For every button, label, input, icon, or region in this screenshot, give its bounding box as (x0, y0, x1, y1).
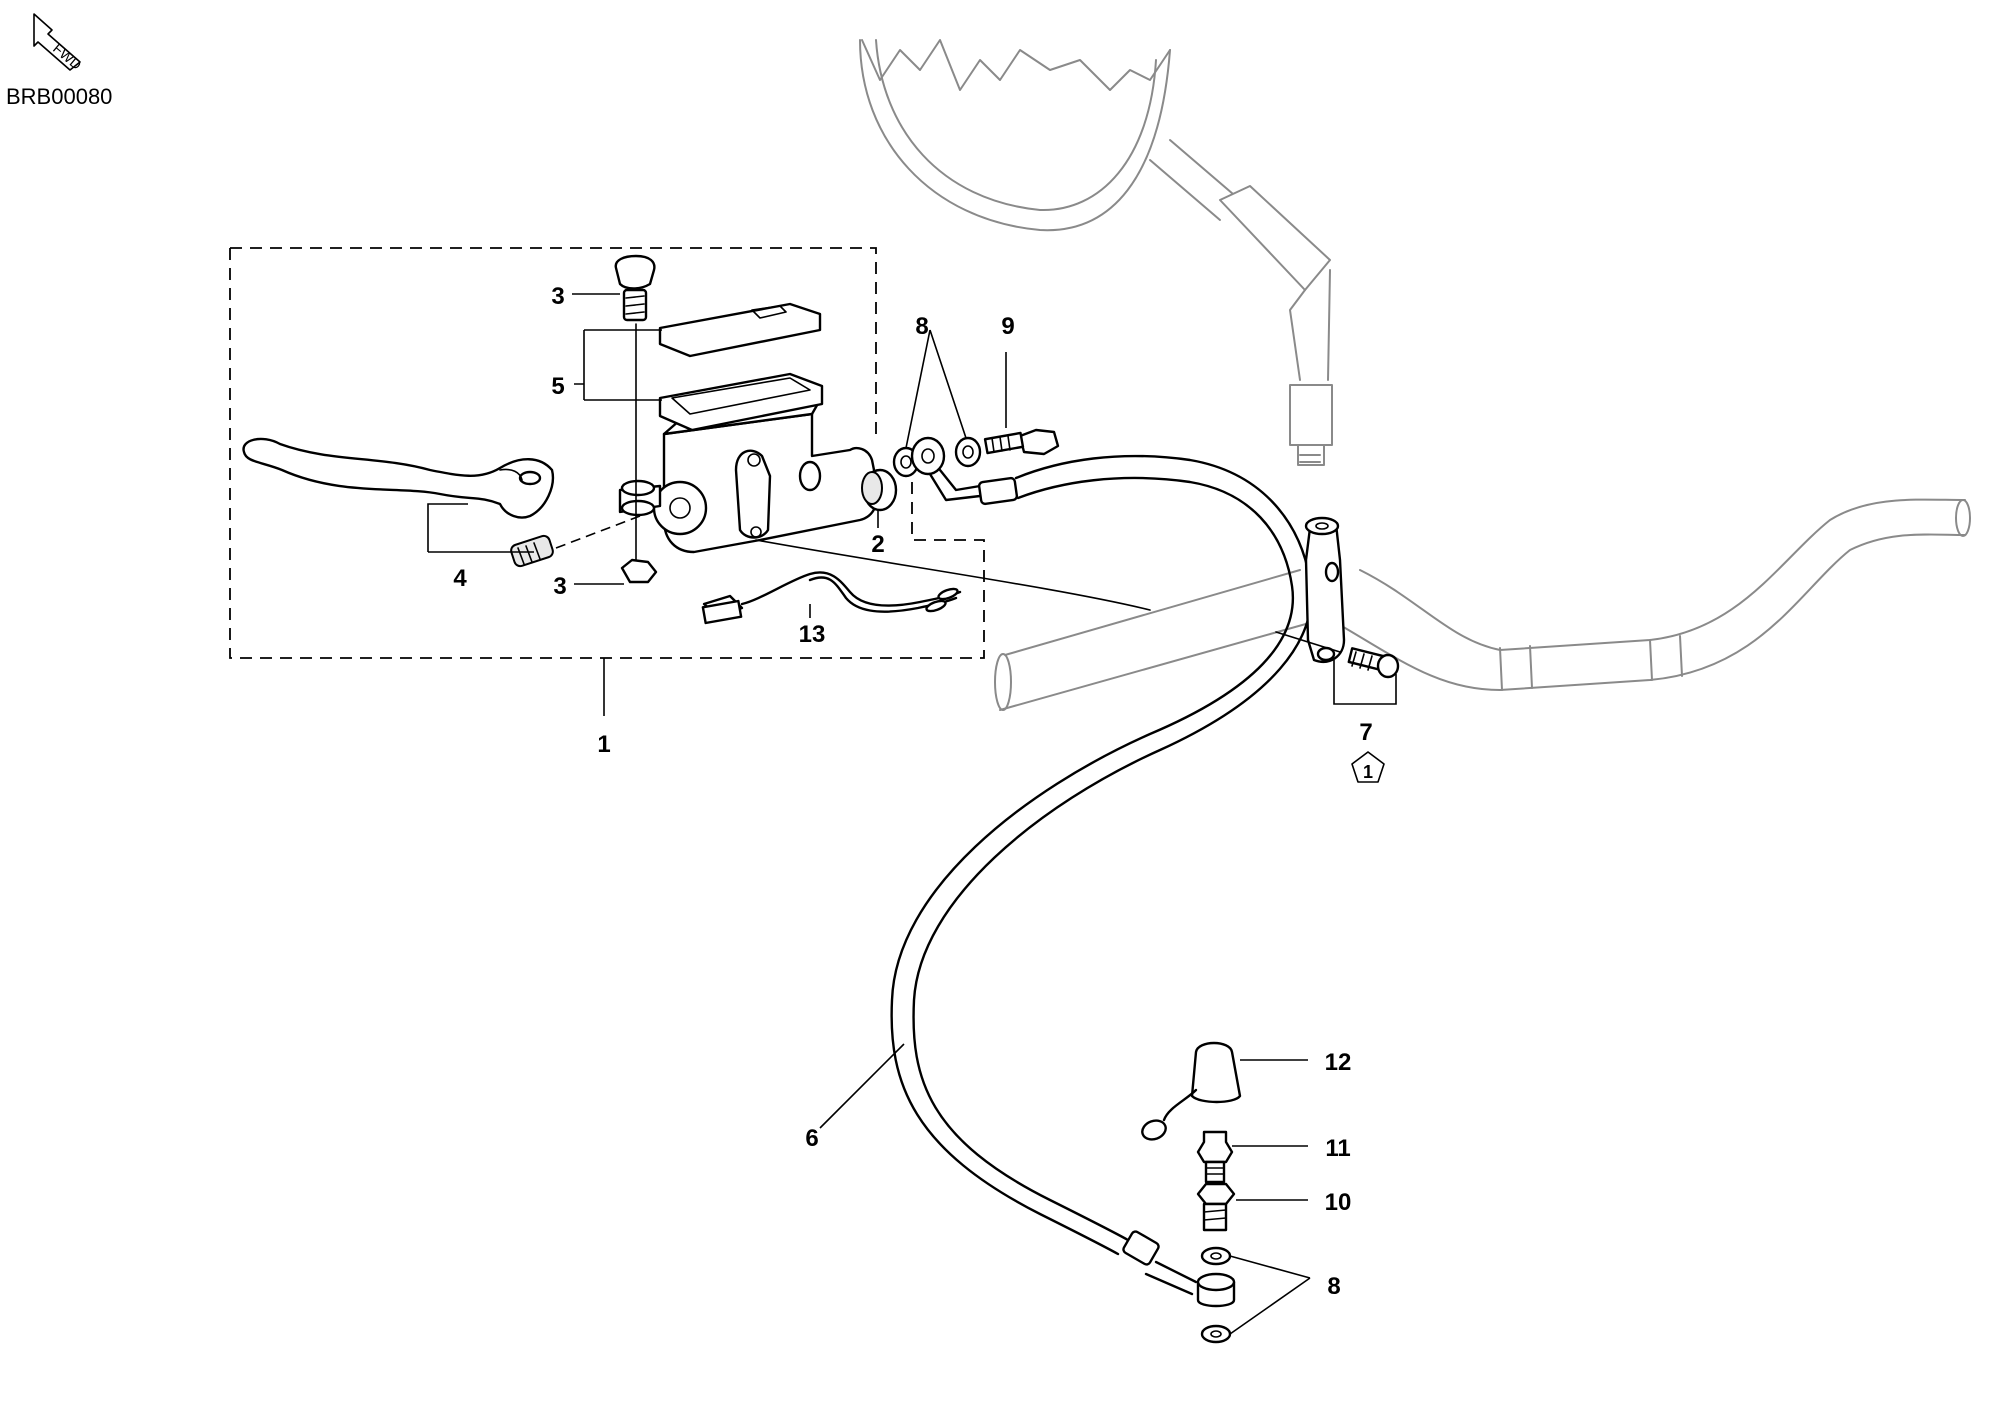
washers-bottom (1196, 1246, 1236, 1344)
callout-7: 7 (1359, 719, 1372, 746)
callout-1: 1 (597, 731, 610, 758)
callout-8-bottom: 8 (1327, 1273, 1340, 1300)
assembly-boundary (229, 247, 985, 659)
brake-lever (242, 437, 555, 519)
note-badge-label: 1 (1363, 762, 1373, 782)
callout-11: 11 (1325, 1135, 1350, 1162)
banjo-bolt (983, 428, 1060, 456)
master-cylinder-body (618, 398, 879, 554)
screw-top (614, 254, 656, 561)
plug (861, 468, 898, 512)
bleeder-valve (1196, 1130, 1234, 1184)
brake-hose (890, 436, 1313, 1296)
drawing-code: BRB00080 (6, 84, 112, 109)
nut-bottom (620, 558, 658, 584)
note-badge: 1 (1351, 751, 1385, 783)
callout-9: 9 (1001, 313, 1014, 340)
handlebar-reference (994, 498, 1971, 711)
callout-3-bottom: 3 (553, 573, 566, 600)
callout-10: 10 (1325, 1189, 1352, 1216)
callout-2: 2 (871, 531, 884, 558)
callout-3-top: 3 (551, 283, 564, 310)
leader-lines (427, 293, 1397, 1335)
clamp-screw (1347, 647, 1400, 679)
reservoir-cover (658, 302, 824, 432)
callout-13: 13 (799, 621, 826, 648)
handlebar-clamp (1275, 516, 1346, 663)
lever-pin (510, 534, 554, 568)
stop-switch-wire (701, 571, 962, 625)
bleeder-cap (1141, 1041, 1242, 1141)
callout-6: 6 (805, 1125, 818, 1152)
callout-12: 12 (1325, 1049, 1352, 1076)
union-bolt (1196, 1182, 1236, 1232)
callout-5: 5 (551, 373, 564, 400)
callout-4: 4 (453, 565, 467, 592)
mirror-reference (859, 39, 1333, 466)
callout-8-top: 8 (915, 313, 928, 340)
forward-arrow-icon: FWD (33, 13, 85, 73)
